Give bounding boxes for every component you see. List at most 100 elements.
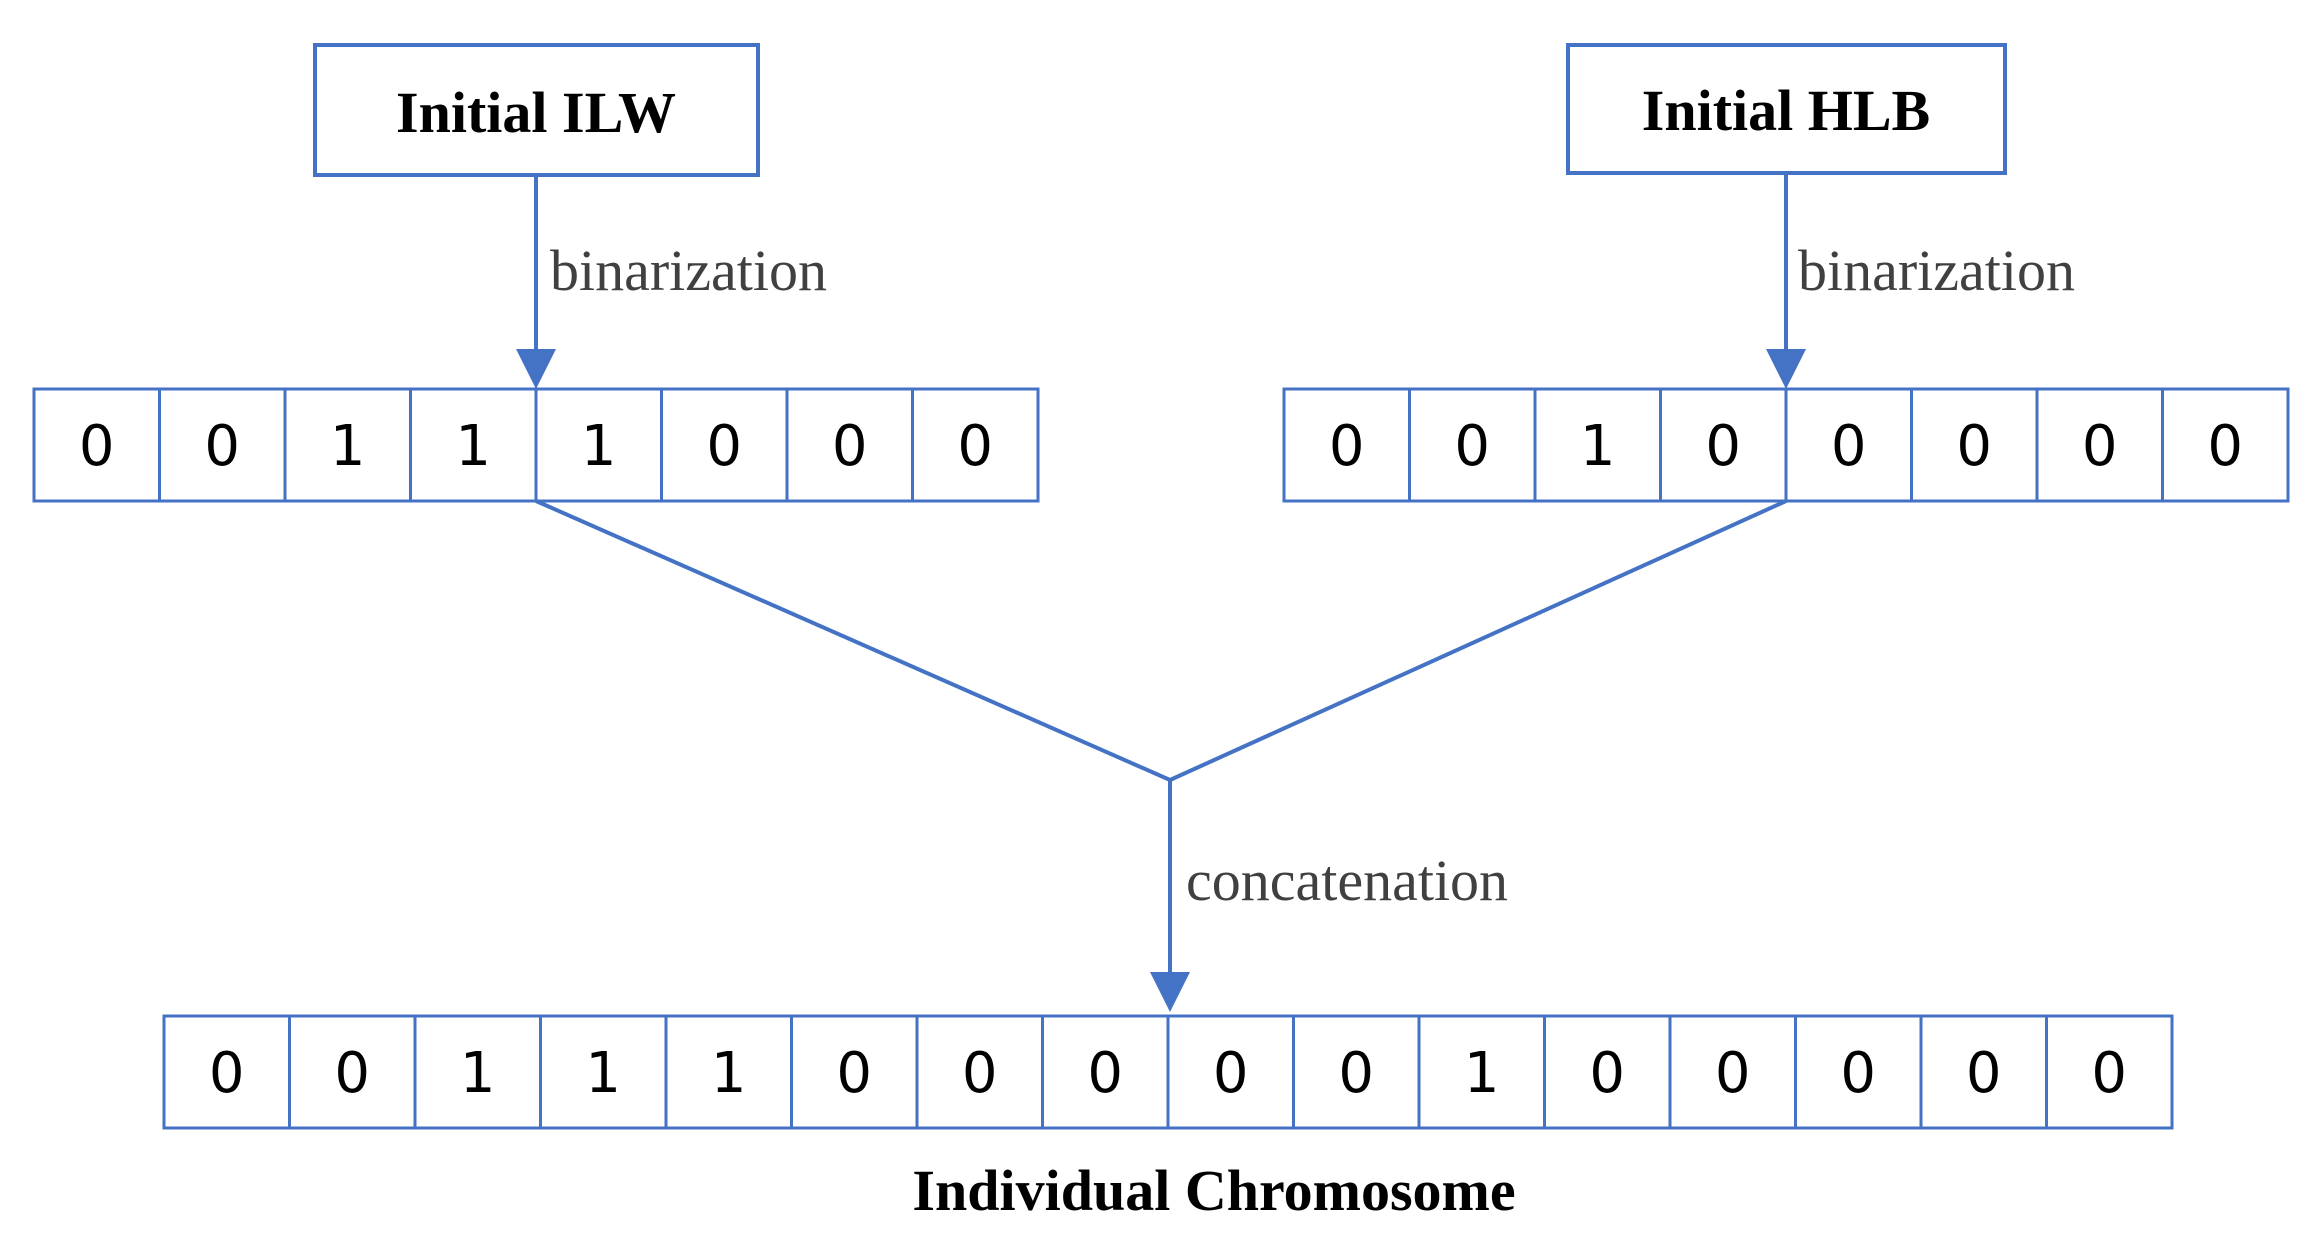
ilw-cell: 0: [785, 387, 914, 503]
chromosome-cell-frame: [413, 1014, 542, 1130]
chromosome-cell: 0: [915, 1014, 1044, 1130]
chromosome-bit: 0: [1589, 1041, 1625, 1106]
chromosome-bit: 0: [1213, 1041, 1249, 1106]
ilw-cell: 0: [32, 387, 161, 503]
ilw-bit: 0: [79, 414, 115, 479]
hlb-cell-frame: [1282, 387, 1411, 503]
chromosome-cell-frame: [664, 1014, 793, 1130]
chromosome-cell: 0: [1166, 1014, 1295, 1130]
ilw-bit: 1: [581, 414, 617, 479]
ilw-cell-frame: [534, 387, 663, 503]
hlb-bit: 0: [2207, 414, 2243, 479]
ilw-binarization-label: binarization: [550, 238, 827, 303]
chromosome-cell-frame: [1041, 1014, 1170, 1130]
chromosome-cell: 0: [1794, 1014, 1923, 1130]
chromosome-cell: 0: [1919, 1014, 2048, 1130]
concatenation-label: concatenation: [1186, 848, 1508, 913]
chromosome-cell-frame: [2045, 1014, 2174, 1130]
chromosome-cell-frame: [1417, 1014, 1546, 1130]
ilw-cell: 1: [283, 387, 412, 503]
ilw-bit: 1: [330, 414, 366, 479]
ilw-bit: 0: [706, 414, 742, 479]
hlb-cell: 0: [1659, 387, 1788, 503]
hlb-cell-frame: [1659, 387, 1788, 503]
chromosome-cell: 0: [790, 1014, 919, 1130]
chromosome-cell: 0: [1041, 1014, 1170, 1130]
ilw-cell: 1: [409, 387, 538, 503]
chromosome-bit-array: 0 0 1 1 1 0 0 0 0 0 1 0 0 0 0 0: [162, 1014, 2174, 1130]
hlb-box-frame: [1566, 43, 2007, 175]
chromosome-cell: 0: [2045, 1014, 2174, 1130]
ilw-cell-frame: [785, 387, 914, 503]
chromosome-bit: 1: [460, 1041, 496, 1106]
chromosome-cell-frame: [915, 1014, 1044, 1130]
ilw-cell-frame: [660, 387, 789, 503]
chromosome-bit: 0: [334, 1041, 370, 1106]
hlb-box-label: Initial HLB: [1642, 78, 1930, 143]
chromosome-bit: 0: [1715, 1041, 1751, 1106]
ilw-box-label: Initial ILW: [396, 80, 676, 145]
hlb-cell: 0: [1408, 387, 1537, 503]
hlb-bit: 0: [1831, 414, 1867, 479]
ilw-cell: 1: [534, 387, 663, 503]
chromosome-cell: 1: [664, 1014, 793, 1130]
chromosome-bit: 0: [1338, 1041, 1374, 1106]
hlb-bit-array: 0 0 1 0 0 0 0 0: [1282, 387, 2290, 503]
ilw-cell: 0: [158, 387, 287, 503]
hlb-cell-frame: [2161, 387, 2290, 503]
ilw-merge-line: [535, 499, 1171, 782]
ilw-cell: 0: [660, 387, 789, 503]
chromosome-cell: 0: [1668, 1014, 1797, 1130]
hlb-cell-frame: [1784, 387, 1913, 503]
chromosome-cell: 0: [1292, 1014, 1421, 1130]
ilw-cell-frame: [409, 387, 538, 503]
chromosome-bit: 1: [585, 1041, 621, 1106]
hlb-cell-frame: [1408, 387, 1537, 503]
hlb-binarization-label: binarization: [1798, 238, 2075, 303]
chromosome-cell: 1: [539, 1014, 668, 1130]
chromosome-bit: 0: [209, 1041, 245, 1106]
chromosome-cell: 1: [413, 1014, 542, 1130]
chromosome-cell: 0: [1543, 1014, 1672, 1130]
ilw-bit: 0: [204, 414, 240, 479]
ilw-bit: 0: [832, 414, 868, 479]
hlb-cell-frame: [1910, 387, 2039, 503]
chromosome-bit: 0: [1087, 1041, 1123, 1106]
hlb-bit: 0: [2082, 414, 2118, 479]
chromosome-cell-frame: [1919, 1014, 2048, 1130]
chromosome-bit: 0: [836, 1041, 872, 1106]
hlb-cell-frame: [2035, 387, 2164, 503]
chromosome-bit: 1: [1464, 1041, 1500, 1106]
chromosome-cell: 1: [1417, 1014, 1546, 1130]
chromosome-bit: 0: [1840, 1041, 1876, 1106]
chromosome-cell: 0: [288, 1014, 417, 1130]
ilw-cell-frame: [158, 387, 287, 503]
hlb-bit: 1: [1580, 414, 1616, 479]
chromosome-cell-frame: [1668, 1014, 1797, 1130]
hlb-bit: 0: [1329, 414, 1365, 479]
hlb-cell: 0: [2035, 387, 2164, 503]
hlb-box: Initial HLB: [1566, 43, 2007, 175]
hlb-cell: 0: [1784, 387, 1913, 503]
hlb-bit: 0: [1454, 414, 1490, 479]
chromosome-bit: 0: [2091, 1041, 2127, 1106]
chromosome-bit: 0: [1966, 1041, 2002, 1106]
ilw-bit: 0: [957, 414, 993, 479]
ilw-box-frame: [313, 43, 760, 177]
hlb-bit: 0: [1956, 414, 1992, 479]
hlb-cell: 1: [1533, 387, 1662, 503]
hlb-cell: 0: [1282, 387, 1411, 503]
chromosome-cell: 0: [162, 1014, 291, 1130]
hlb-cell: 0: [2161, 387, 2290, 503]
chromosome-bit: 1: [711, 1041, 747, 1106]
chromosome-cell-frame: [1543, 1014, 1672, 1130]
chromosome-cell-frame: [162, 1014, 291, 1130]
hlb-cell: 0: [1910, 387, 2039, 503]
chromosome-cell-frame: [790, 1014, 919, 1130]
hlb-bit: 0: [1705, 414, 1741, 479]
chromosome-bit: 0: [962, 1041, 998, 1106]
ilw-cell: 0: [911, 387, 1040, 503]
